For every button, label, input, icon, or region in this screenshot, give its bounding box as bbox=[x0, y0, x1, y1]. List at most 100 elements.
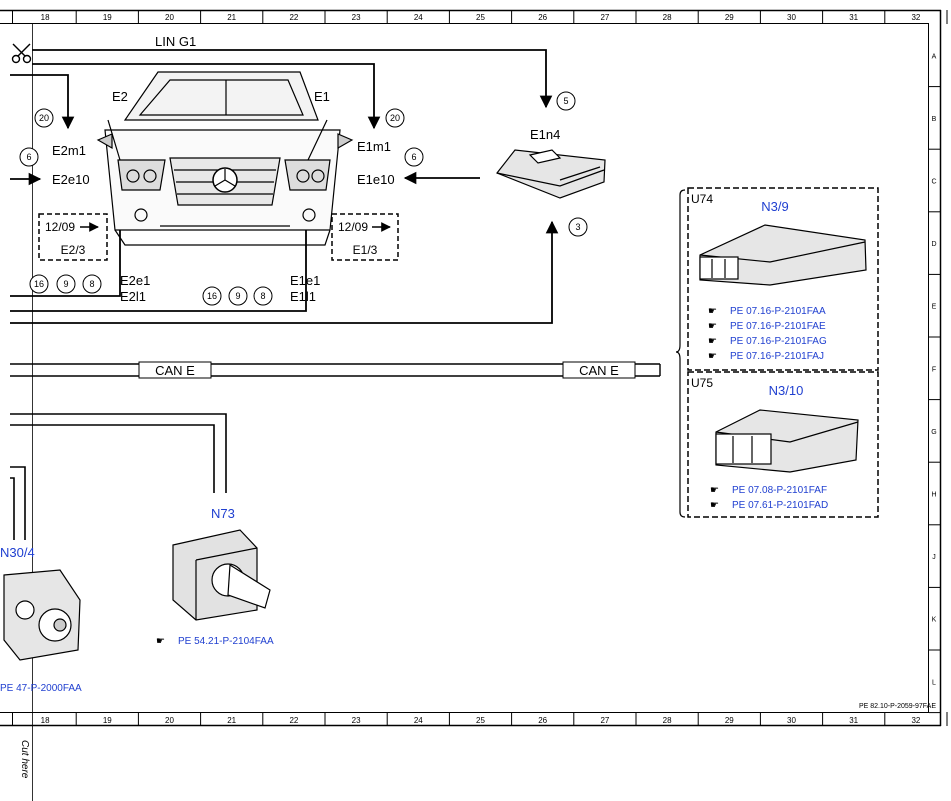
column-label-bottom-18: 18 bbox=[41, 716, 50, 725]
e1n4-module-illustration bbox=[496, 149, 606, 199]
n30-4-label: N30/4 bbox=[0, 545, 35, 560]
n3-9-ref-link[interactable]: PE 07.16-P-2101FAA bbox=[730, 306, 826, 317]
column-ticks: 1818191920202121222223232424252526262727… bbox=[41, 10, 948, 726]
e2-3-code: E2/3 bbox=[61, 243, 86, 257]
e2e10-label: E2e10 bbox=[52, 172, 90, 187]
column-label-bottom-22: 22 bbox=[289, 716, 298, 725]
column-label-bottom-21: 21 bbox=[227, 716, 236, 725]
column-label-bottom-20: 20 bbox=[165, 716, 174, 725]
can-e-right-box bbox=[562, 361, 636, 379]
column-label-bottom-30: 30 bbox=[787, 716, 796, 725]
n3-9-ref-link[interactable]: PE 07.16-P-2101FAE bbox=[730, 321, 826, 332]
n3-10-ref-link[interactable]: PE 07.08-P-2101FAF bbox=[732, 485, 827, 496]
circle-9-left: 9 bbox=[63, 279, 68, 289]
n3-10-ref-list: ☛ PE 07.08-P-2101FAF ☛ PE 07.61-P-2101FAD bbox=[710, 485, 828, 511]
row-label-D: D bbox=[931, 241, 936, 248]
e1-3-date: 12/09 bbox=[338, 220, 368, 234]
column-label-bottom-31: 31 bbox=[849, 716, 858, 725]
column-label-top-32: 32 bbox=[911, 13, 920, 22]
circle-8-mid: 8 bbox=[260, 291, 265, 301]
circle-6-right: 6 bbox=[411, 152, 416, 162]
e2l1-label: E2l1 bbox=[120, 289, 146, 304]
column-label-top-20: 20 bbox=[165, 13, 174, 22]
e1-label: E1 bbox=[314, 89, 330, 104]
row-label-E: E bbox=[932, 304, 937, 311]
column-label-top-23: 23 bbox=[352, 13, 361, 22]
footer-reference: PE 82.10-P-2059-97FAE bbox=[859, 703, 936, 710]
n3-9-label: N3/9 bbox=[761, 199, 788, 214]
e1m1-label: E1m1 bbox=[357, 139, 391, 154]
n30-4-ref-link[interactable]: PE 47-P-2000FAA bbox=[0, 683, 82, 694]
column-label-top-28: 28 bbox=[663, 13, 672, 22]
circle-3: 3 bbox=[575, 222, 580, 232]
circle-16-left: 16 bbox=[34, 279, 44, 289]
scissors-icon bbox=[11, 43, 32, 64]
n73-ref-link[interactable]: PE 54.21-P-2104FAA bbox=[178, 636, 274, 647]
row-label-F: F bbox=[932, 366, 936, 373]
e2-3-date: 12/09 bbox=[45, 220, 75, 234]
can-e-left-box bbox=[138, 361, 212, 379]
e1-3-code: E1/3 bbox=[353, 243, 378, 257]
can-e-left-label: CAN E bbox=[155, 363, 195, 378]
row-label-C: C bbox=[931, 179, 936, 186]
e1-3-dashed-box bbox=[331, 213, 399, 261]
column-label-top-26: 26 bbox=[538, 13, 547, 22]
circle-9-mid: 9 bbox=[235, 291, 240, 301]
e1e1-label: E1e1 bbox=[290, 273, 320, 288]
column-label-bottom-26: 26 bbox=[538, 716, 547, 725]
n73-ref-pointer-icon: ☛ bbox=[156, 636, 165, 647]
n3-9-pointer-icon: ☛ bbox=[708, 306, 717, 317]
circle-5: 5 bbox=[563, 96, 568, 106]
e1l1-label: E1l1 bbox=[290, 289, 316, 304]
n30-4-unit-illustration bbox=[3, 569, 81, 661]
circle-6-left: 6 bbox=[26, 152, 31, 162]
n3-9-ref-link[interactable]: PE 07.16-P-2101FAG bbox=[730, 336, 827, 347]
e2-3-dashed-box bbox=[38, 213, 108, 261]
can-e-bus bbox=[10, 363, 661, 377]
n73-bus-lines bbox=[10, 413, 227, 540]
can-e-right-label: CAN E bbox=[579, 363, 619, 378]
column-label-top-31: 31 bbox=[849, 13, 858, 22]
column-label-top-30: 30 bbox=[787, 13, 796, 22]
column-label-bottom-29: 29 bbox=[725, 716, 734, 725]
reference-circles bbox=[19, 91, 588, 306]
column-label-bottom-24: 24 bbox=[414, 716, 423, 725]
column-label-top-21: 21 bbox=[227, 13, 236, 22]
row-label-L: L bbox=[932, 679, 936, 686]
n3-10-pointer-icon: ☛ bbox=[710, 485, 719, 496]
e1n4-label: E1n4 bbox=[530, 127, 560, 142]
n3-9-ref-link[interactable]: PE 07.16-P-2101FAJ bbox=[730, 351, 824, 362]
row-label-K: K bbox=[932, 617, 937, 624]
control-unit-group-brace bbox=[675, 189, 686, 518]
n3-10-pointer-icon: ☛ bbox=[710, 500, 719, 511]
n3-9-pointer-icon: ☛ bbox=[708, 321, 717, 332]
row-label-B: B bbox=[932, 116, 937, 123]
column-label-bottom-28: 28 bbox=[663, 716, 672, 725]
n3-10-ecu-illustration bbox=[715, 409, 859, 473]
e2-label: E2 bbox=[112, 89, 128, 104]
row-label-A: A bbox=[932, 53, 937, 60]
column-label-bottom-27: 27 bbox=[600, 716, 609, 725]
vehicle-front-illustration bbox=[96, 71, 354, 246]
sheet-frame bbox=[0, 9, 942, 801]
column-label-bottom-23: 23 bbox=[352, 716, 361, 725]
circle-20-left: 20 bbox=[39, 113, 49, 123]
column-label-bottom-32: 32 bbox=[911, 716, 920, 725]
circle-8-left: 8 bbox=[89, 279, 94, 289]
n3-9-pointer-icon: ☛ bbox=[708, 336, 717, 347]
n3-10-ref-link[interactable]: PE 07.61-P-2101FAD bbox=[732, 500, 828, 511]
row-label-J: J bbox=[932, 554, 936, 561]
column-label-bottom-25: 25 bbox=[476, 716, 485, 725]
u74-dashed-box bbox=[687, 187, 879, 371]
n3-10-label: N3/10 bbox=[769, 383, 804, 398]
u74-label: U74 bbox=[691, 192, 713, 206]
n73-label: N73 bbox=[211, 506, 235, 521]
e1e10-label: E1e10 bbox=[357, 172, 395, 187]
lin-g1-label: LIN G1 bbox=[155, 34, 196, 49]
n3-9-pointer-icon: ☛ bbox=[708, 351, 717, 362]
e2m1-label: E2m1 bbox=[52, 143, 86, 158]
column-label-top-22: 22 bbox=[289, 13, 298, 22]
